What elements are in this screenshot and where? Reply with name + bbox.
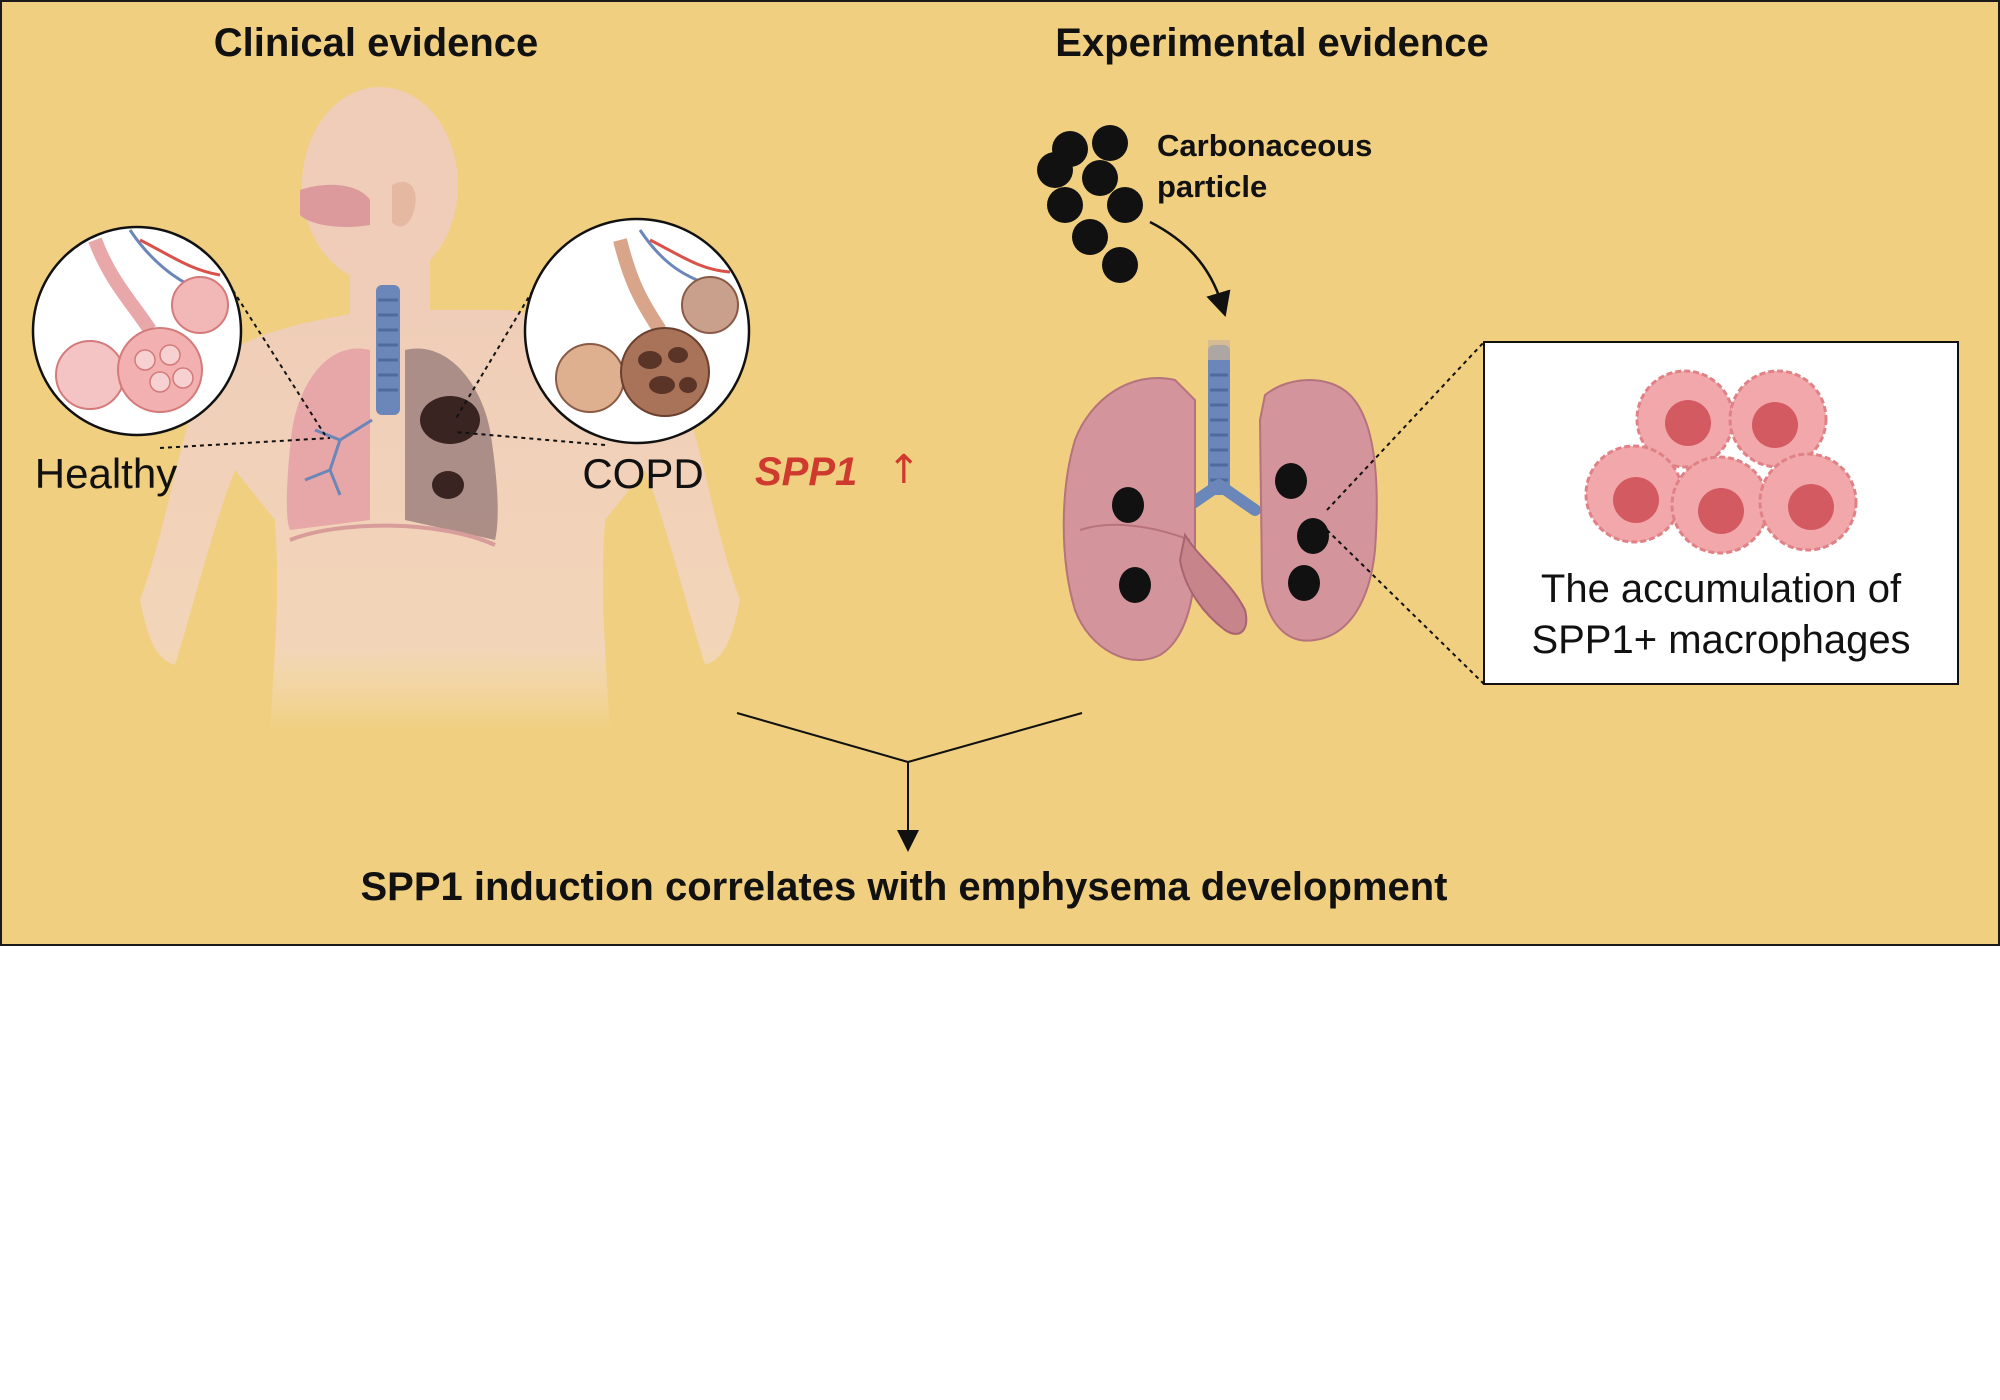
healthy-alveoli-icon [31,225,243,437]
merge-arrow [736,712,1083,852]
macrophage-box-line2: SPP1+ macrophages [1531,618,1910,662]
macrophage-icon [1584,369,1858,555]
healthy-connector-upper [219,269,326,436]
particle-label-line1: Carbonaceous [1157,128,1372,163]
copd-connector-upper [454,269,546,421]
copd-connector-lower [454,431,606,446]
mouse-lung-icon [1062,340,1378,661]
spp1-up-arrow: ↑ [887,447,921,493]
abstract-canvas: Clinical evidence [0,0,2000,946]
particle-label-line2: particle [1157,169,1267,204]
carbon-particle-icon [1037,125,1143,283]
clinical-title: Clinical evidence [214,21,539,65]
macrophage-box-line1: The accumulation of [1541,567,1902,611]
lung-zoom-line-upper [1326,341,1485,511]
experimental-title: Experimental evidence [1055,21,1489,65]
copd-alveoli-icon [523,217,751,445]
conclusion-text: SPP1 induction correlates with emphysema… [361,865,1448,909]
spp1-gene-label: SPP1 [755,450,857,494]
healthy-label: Healthy [35,450,177,497]
particle-to-lung-arrow [1149,220,1231,317]
graphical-abstract-panel: Clinical evidence [0,0,2000,946]
copd-label: COPD [582,450,703,497]
